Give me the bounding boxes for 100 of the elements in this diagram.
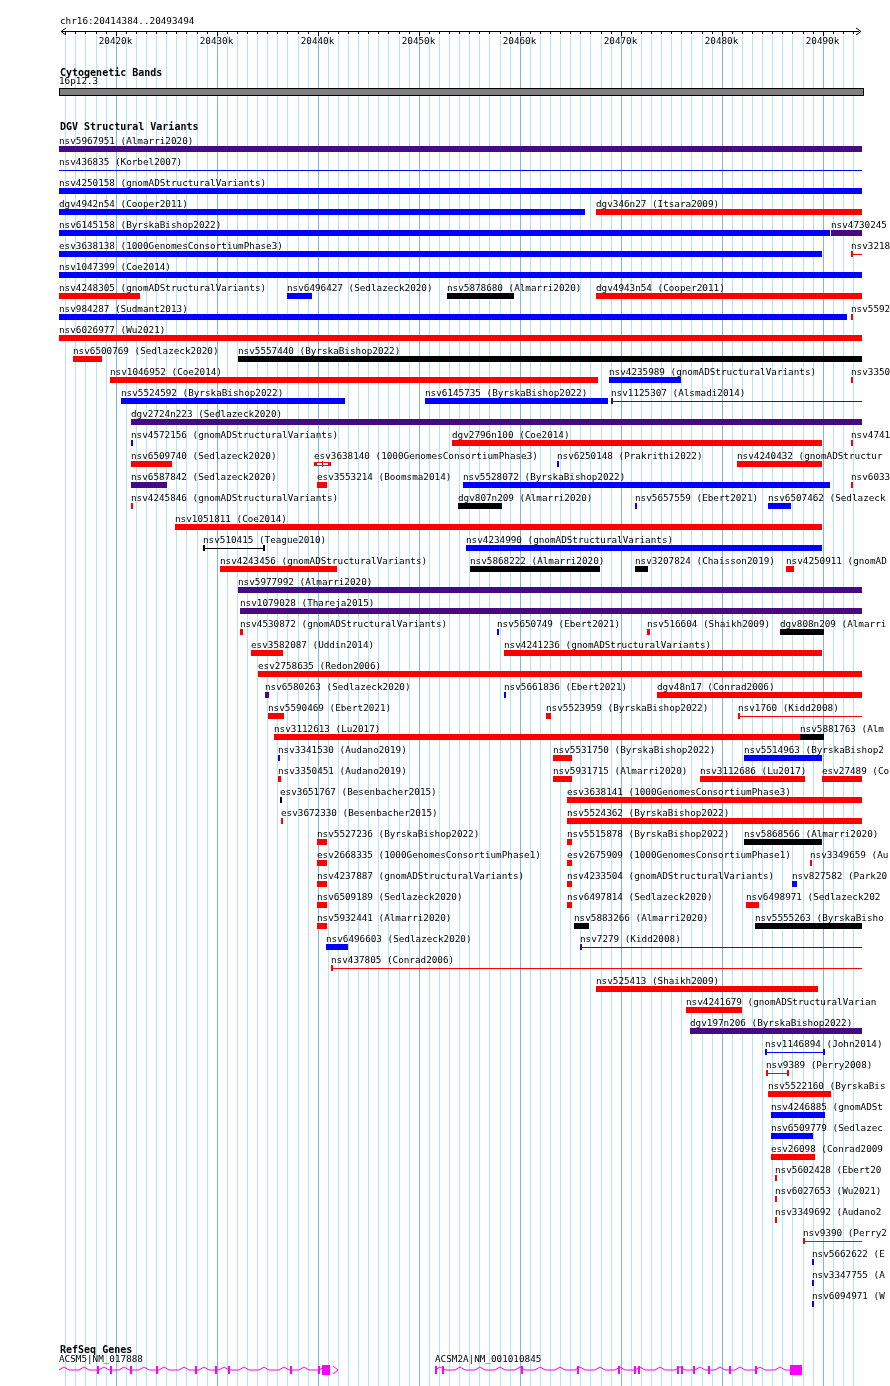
variant-label: nsv5528072 (ByrskaBishop2022) xyxy=(463,471,627,482)
variant-label: nsv5514963 (ByrskaBishop2 xyxy=(744,744,884,755)
variant-label: esv3651767 (Besenbacher2015) xyxy=(280,786,437,797)
variant-label: nsv1079028 (Thareja2015) xyxy=(240,597,376,608)
variant-label: nsv3349692 (Audano2 xyxy=(775,1206,882,1217)
variant-label: nsv4235989 (gnomADStructuralVariants) xyxy=(609,366,817,377)
variant-label: nsv5592 xyxy=(851,303,890,314)
variant-label: nsv4530872 (gnomADStructuralVariants) xyxy=(240,618,448,629)
variant-label: nsv5523959 (ByrskaBishop2022) xyxy=(546,702,709,713)
variant-label: nsv5661836 (Ebert2021) xyxy=(504,681,628,692)
variant-label: nsv1760 (Kidd2008) xyxy=(738,702,840,713)
variant-label: dgv807n209 (Almarri2020) xyxy=(458,492,593,503)
variant-label: nsv5868222 (Almarri2020) xyxy=(470,555,605,566)
variant-label: nsv827582 (Park20 xyxy=(792,870,888,881)
track-title: RefSeq Genes xyxy=(60,1344,133,1355)
tick-label: 20490k xyxy=(805,35,840,46)
variant-label: nsv6509779 (Sedlazec xyxy=(771,1122,883,1133)
variant-label: esv2668335 (1000GenomesConsortiumPhase1) xyxy=(317,849,541,860)
variant-label: esv3582087 (Uddin2014) xyxy=(251,639,375,650)
variant-label: esv3553214 (Boomsma2014) xyxy=(317,471,452,482)
tick-label: 20480k xyxy=(704,35,739,46)
tick-label: 20460k xyxy=(502,35,537,46)
variant-label: nsv1146894 (John2014) xyxy=(765,1038,883,1049)
variant-label: nsv4245846 (gnomADStructuralVariants) xyxy=(131,492,339,503)
track-title: DGV Structural Variants xyxy=(60,121,199,132)
variant-label: nsv4572156 (gnomADStructuralVariants) xyxy=(131,429,339,440)
gene-label: ACSM2A|NM_001010845 xyxy=(435,1353,543,1364)
variant-label: nsv6094971 (W xyxy=(812,1290,885,1301)
tick-label: 20470k xyxy=(603,35,638,46)
variant-label: nsv5883266 (Almarri2020) xyxy=(574,912,709,923)
variant-label: nsv436835 (Korbel2007) xyxy=(59,156,184,167)
variant-label: nsv3341530 (Audano2019) xyxy=(278,744,407,755)
variant-label: esv2675909 (1000GenomesConsortiumPhase1) xyxy=(567,849,791,860)
variant-label: nsv7279 (Kidd2008) xyxy=(580,933,682,944)
variant-label: nsv5522160 (ByrskaBis xyxy=(768,1080,886,1091)
variant-label: nsv6587842 (Sedlazeck2020) xyxy=(131,471,277,482)
variant-label: esv3638140 (1000GenomesConsortiumPhase3) xyxy=(314,450,538,461)
variant-label: nsv5602428 (Ebert20 xyxy=(775,1164,882,1175)
variant-label: nsv6027653 (Wu2021) xyxy=(775,1185,882,1196)
variant-label: nsv6033 xyxy=(851,471,890,482)
variant-label: nsv9390 (Perry2 xyxy=(803,1227,887,1238)
variant-label: nsv4234990 (gnomADStructuralVariants) xyxy=(466,534,675,545)
variant-label: nsv5931715 (Almarri2020) xyxy=(553,765,688,776)
variant-label: nsv3349659 (Au xyxy=(810,849,889,860)
variant-label: nsv5878680 (Almarri2020) xyxy=(447,282,582,293)
variant-label: nsv6497814 (Sedlazeck2020) xyxy=(567,891,713,902)
variant-label: nsv4240432 (gnomADStructur xyxy=(737,450,883,461)
variant-label: nsv6145158 (ByrskaBishop2022) xyxy=(59,219,223,230)
variant-label: dgv808n209 (Almarri xyxy=(780,618,887,629)
variant-label: nsv516604 (Shaikh2009) xyxy=(647,618,771,629)
variant-label: esv3638141 (1000GenomesConsortiumPhase3) xyxy=(567,786,792,797)
tick-label: 20440k xyxy=(300,35,335,46)
variant-label: nsv3207824 (Chaisson2019) xyxy=(635,555,775,566)
variant-label: nsv4730245 xyxy=(831,219,887,230)
variant-label: nsv1046952 (Coe2014) xyxy=(110,366,223,377)
variant-label: dgv2796n100 (Coe2014) xyxy=(452,429,571,440)
variant-label: nsv3218 xyxy=(851,240,890,251)
variant-label: nsv437805 (Conrad2006) xyxy=(331,954,456,965)
variant-label: nsv5557440 (ByrskaBishop2022) xyxy=(238,345,402,356)
variant-label: nsv6250148 (Prakrithi2022) xyxy=(557,450,703,461)
variant-label: nsv4248305 (gnomADStructuralVariants) xyxy=(59,282,267,293)
variant-label: nsv5590469 (Ebert2021) xyxy=(268,702,392,713)
variant-label: nsv5531750 (ByrskaBishop2022) xyxy=(553,744,716,755)
variant-label: dgv197n206 (ByrskaBishop2022) xyxy=(690,1017,854,1028)
variant-label: esv2758635 (Redon2006) xyxy=(258,660,383,671)
variant-label: nsv510415 (Teague2010) xyxy=(203,534,327,545)
variant-label: nsv5977992 (Almarri2020) xyxy=(238,576,374,587)
variant-label: nsv1051811 (Coe2014) xyxy=(175,513,288,524)
variant-label: nsv4241679 (gnomADStructuralVarian xyxy=(686,996,877,1007)
variant-label: dgv48n17 (Conrad2006) xyxy=(657,681,776,692)
variant-label: nsv4246885 (gnomADSt xyxy=(771,1101,883,1112)
variant-label: esv27489 (Co xyxy=(822,765,890,776)
variant-label: nsv3112686 (Lu2017) xyxy=(700,765,807,776)
variant-label: nsv5868566 (Almarri2020) xyxy=(744,828,879,839)
variant-label: nsv4250911 (gnomAD xyxy=(786,555,887,566)
variant-label: nsv4237887 (gnomADStructuralVariants) xyxy=(317,870,525,881)
location-label: chr16:20414384..20493494 xyxy=(60,15,195,26)
variant-label: nsv6496427 (Sedlazeck2020) xyxy=(287,282,433,293)
variant-label: nsv6026977 (Wu2021) xyxy=(59,324,167,335)
variant-label: nsv6496603 (Sedlazeck2020) xyxy=(326,933,472,944)
variant-label: nsv4241236 (gnomADStructuralVariants) xyxy=(504,639,713,650)
variant-label: nsv5932441 (Almarri2020) xyxy=(317,912,452,923)
variant-label: nsv5662622 (E xyxy=(812,1248,885,1259)
variant-label: nsv5881763 (Alm xyxy=(800,723,884,734)
tick-label: 20450k xyxy=(401,35,436,46)
variant-label: nsv4233504 (gnomADStructuralVariants) xyxy=(567,870,775,881)
variant-label: nsv6509740 (Sedlazeck2020) xyxy=(131,450,277,461)
variant-label: nsv5555263 (ByrskaBisho xyxy=(755,912,884,923)
variant-label: nsv3350451 (Audano2019) xyxy=(278,765,407,776)
tick-label: 20420k xyxy=(98,35,133,46)
variant-label: nsv4741 xyxy=(851,429,890,440)
variant-label: nsv4243456 (gnomADStructuralVariants) xyxy=(220,555,428,566)
variant-label: nsv6500769 (Sedlazeck2020) xyxy=(73,345,219,356)
variant-label: esv3638138 (1000GenomesConsortiumPhase3) xyxy=(59,240,284,251)
variant-label: esv26098 (Conrad2009 xyxy=(771,1143,883,1154)
variant-label: nsv3112613 (Lu2017) xyxy=(274,723,382,734)
track-title: Cytogenetic Bands xyxy=(60,67,163,78)
variant-label: nsv5657559 (Ebert2021) xyxy=(635,492,759,503)
variant-label: dgv346n27 (Itsara2009) xyxy=(596,198,721,209)
variant-label: nsv3347755 (A xyxy=(812,1269,885,1280)
